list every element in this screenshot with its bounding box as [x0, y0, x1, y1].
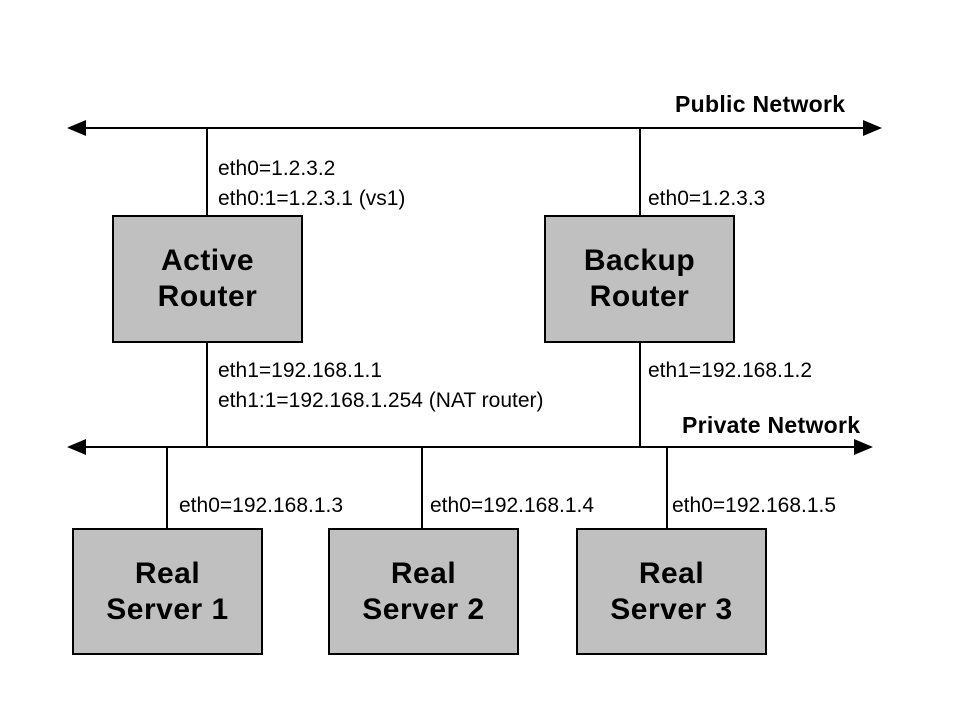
real-server-2-name-line1: Real [390, 556, 457, 590]
link-active-router-private [206, 341, 208, 448]
link-private-server2 [421, 448, 423, 528]
real-server-2-name-line2: Server 2 [362, 592, 485, 626]
link-backup-router-private [639, 341, 641, 448]
server1-eth0-label: eth0=192.168.1.3 [179, 494, 344, 517]
real-server-1-name-line2: Server 1 [106, 592, 229, 626]
link-public-active-router [206, 128, 208, 216]
real-server-2-box: Real Server 2 [328, 528, 519, 655]
public-network-label: Public Network [675, 91, 846, 117]
backup-router-eth1-label: eth1=192.168.1.2 [648, 359, 813, 382]
link-private-server3 [666, 448, 668, 528]
public-network-line [80, 127, 868, 129]
real-server-1-box: Real Server 1 [72, 528, 263, 655]
active-router-eth1-alias-label: eth1:1=192.168.1.254 (NAT router) [218, 389, 544, 412]
server2-eth0-label: eth0=192.168.1.4 [430, 494, 595, 517]
active-router-eth1-label: eth1=192.168.1.1 [218, 359, 383, 382]
active-router-name-line2: Router [157, 280, 258, 313]
arrow-left-icon [67, 439, 86, 455]
backup-router-eth0-label: eth0=1.2.3.3 [648, 187, 766, 210]
arrow-left-icon [67, 120, 86, 136]
private-network-line [80, 446, 858, 448]
real-server-3-box: Real Server 3 [576, 528, 767, 655]
server3-eth0-label: eth0=192.168.1.5 [672, 494, 837, 517]
arrow-right-icon [863, 120, 882, 136]
active-router-eth0-alias-label: eth0:1=1.2.3.1 (vs1) [218, 187, 406, 210]
arrow-right-icon [854, 439, 873, 455]
real-server-3-name-line2: Server 3 [610, 592, 733, 626]
link-public-backup-router [639, 128, 641, 216]
real-server-1-name-line1: Real [134, 556, 201, 590]
private-network-label: Private Network [682, 412, 861, 438]
link-private-server1 [166, 448, 168, 528]
real-server-3-name-line1: Real [638, 556, 705, 590]
backup-router-name-line1: Backup [583, 244, 696, 277]
backup-router-name-line2: Router [589, 280, 690, 313]
backup-router-box: Backup Router [544, 215, 735, 343]
active-router-box: Active Router [112, 215, 303, 343]
active-router-eth0-label: eth0=1.2.3.2 [218, 157, 336, 180]
active-router-name-line1: Active [160, 244, 255, 277]
